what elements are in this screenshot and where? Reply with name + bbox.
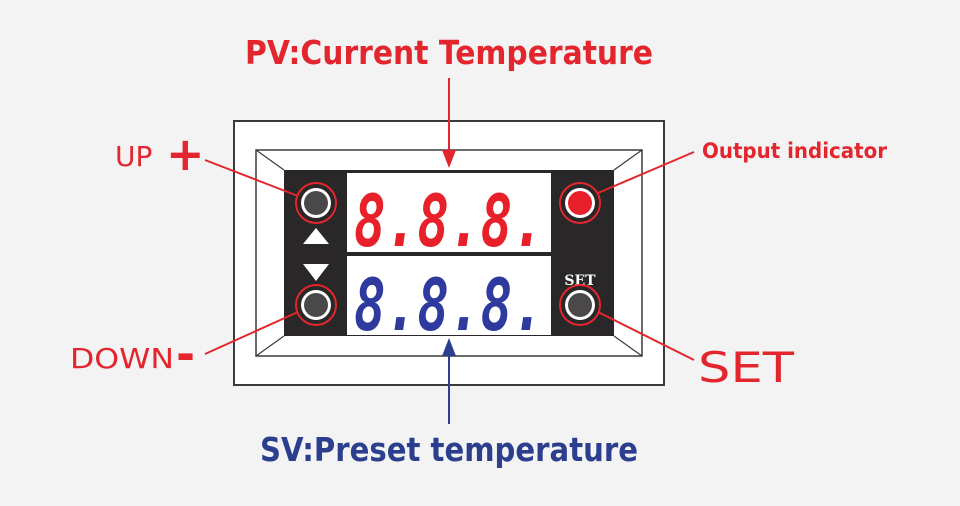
set-callout-label: SET <box>698 343 794 392</box>
leader-lines <box>204 151 695 361</box>
pv-arrow <box>442 78 456 168</box>
down-leader-line <box>204 311 299 355</box>
output-indicator-led <box>559 182 601 224</box>
bezel-bevel-lines <box>255 149 643 357</box>
sv-arrow <box>442 338 456 424</box>
set-leader-line <box>597 311 695 361</box>
set-button[interactable] <box>559 284 601 326</box>
pv-label: PV:Current Temperature <box>245 33 653 72</box>
sv-display-window <box>347 256 551 335</box>
pv-display-window <box>347 173 551 252</box>
set-panel-label: SET <box>564 273 596 289</box>
output-leader-line <box>597 151 695 194</box>
sv-readout: 8.8.8. <box>354 263 544 347</box>
down-minus-symbol: - <box>176 327 195 381</box>
triangle-down-icon <box>303 264 329 281</box>
up-leader-line <box>204 159 299 197</box>
sv-label: SV:Preset temperature <box>260 430 638 469</box>
down-button[interactable] <box>295 284 337 326</box>
down-label: DOWN <box>70 342 174 375</box>
triangle-up-icon <box>303 228 329 244</box>
pv-readout: 8.8.8. <box>354 179 544 263</box>
up-button[interactable] <box>295 182 337 224</box>
up-plus-symbol: + <box>166 127 205 181</box>
up-label: UP <box>115 140 152 173</box>
output-indicator-label: Output indicator <box>702 139 888 163</box>
